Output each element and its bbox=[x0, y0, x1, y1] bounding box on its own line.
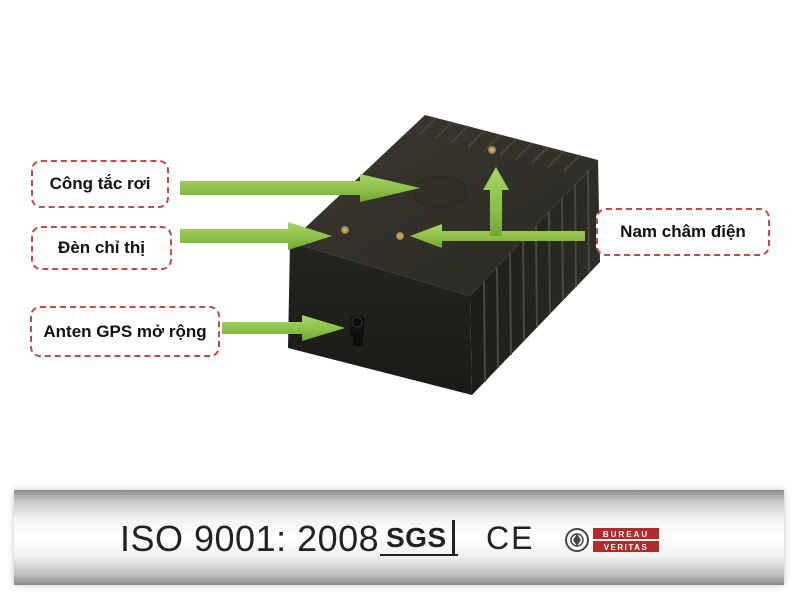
callout-magnet-label: Nam châm điện bbox=[620, 222, 746, 241]
callout-indicator-light-label: Đèn chỉ thị bbox=[58, 238, 145, 257]
callout-indicator-light: Đèn chỉ thị bbox=[31, 226, 172, 270]
callout-magnet: Nam châm điện bbox=[596, 208, 770, 256]
bureau-veritas-seal-icon: BUREAU VERITAS bbox=[565, 528, 659, 552]
device-side-face bbox=[470, 160, 600, 395]
arrow-drop-switch bbox=[180, 174, 420, 202]
device-side-ridges bbox=[483, 169, 590, 383]
callout-gps-antenna: Anten GPS mở rộng bbox=[30, 306, 220, 357]
indicator-light bbox=[341, 226, 349, 234]
iso-certification: ISO 9001: 2008 bbox=[120, 518, 380, 559]
green-arrow-icon bbox=[180, 167, 585, 341]
drop-switch-button bbox=[413, 175, 467, 209]
sgs-underline bbox=[380, 554, 458, 556]
indicator-dot-top bbox=[488, 146, 496, 154]
ce-mark: CE bbox=[486, 520, 535, 556]
sgs-bar bbox=[452, 520, 455, 556]
arrow-antenna bbox=[222, 315, 345, 341]
arrow-indicator bbox=[180, 222, 332, 250]
sgs-logo: SGS bbox=[386, 522, 447, 553]
arrow-magnet-vertical bbox=[483, 167, 509, 236]
callout-drop-switch-label: Công tắc rơi bbox=[49, 174, 151, 193]
bv-bottom-text: VERITAS bbox=[604, 543, 649, 552]
antenna-connector bbox=[350, 316, 364, 346]
callout-drop-switch: Công tắc rơi bbox=[31, 160, 169, 208]
device-top-ridges bbox=[419, 117, 581, 172]
callout-gps-antenna-label: Anten GPS mở rộng bbox=[43, 321, 207, 341]
magnet-dot bbox=[396, 232, 404, 240]
device-front-face bbox=[288, 242, 472, 395]
bv-top-text: BUREAU bbox=[603, 530, 649, 539]
